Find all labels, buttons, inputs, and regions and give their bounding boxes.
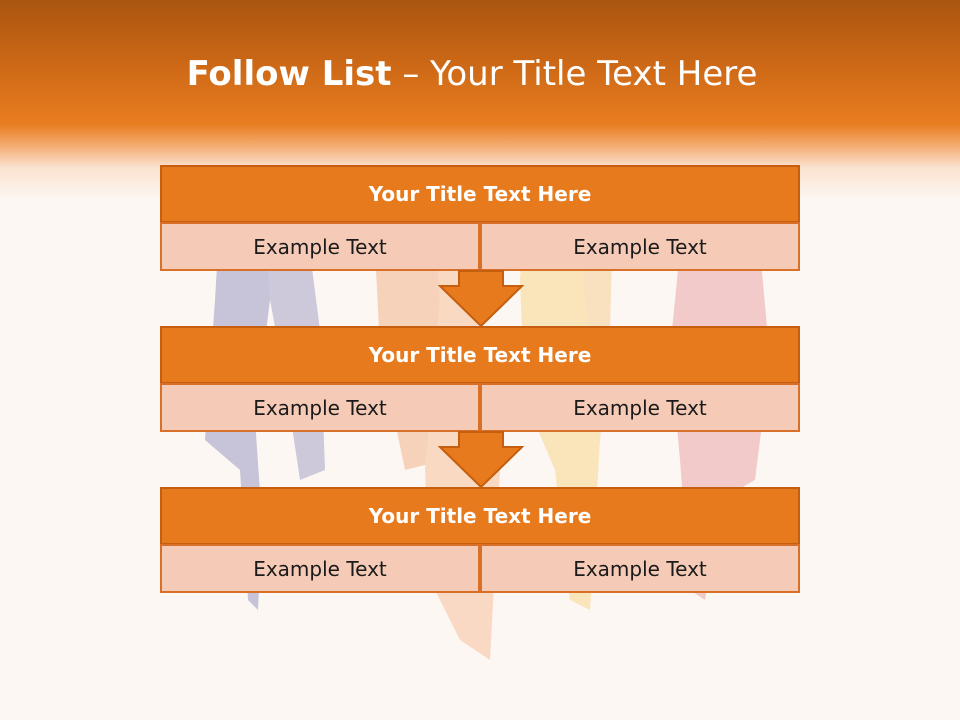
step-title: Your Title Text Here: [160, 326, 800, 384]
step-right-text: Example Text: [480, 383, 800, 432]
down-arrow-icon: [438, 431, 524, 489]
slide-title-bold: Follow List: [186, 54, 392, 94]
step-right-text: Example Text: [480, 544, 800, 593]
step-left-text: Example Text: [160, 222, 480, 271]
down-arrow-icon: [438, 270, 524, 328]
slide-title: Follow List – Your Title Text Here: [0, 54, 944, 94]
step-left-text: Example Text: [160, 544, 480, 593]
step-panel-3: Your Title Text Here Example Text Exampl…: [160, 487, 800, 593]
step-title: Your Title Text Here: [160, 487, 800, 545]
step-title: Your Title Text Here: [160, 165, 800, 223]
step-panel-1: Your Title Text Here Example Text Exampl…: [160, 165, 800, 271]
step-right-text: Example Text: [480, 222, 800, 271]
step-left-text: Example Text: [160, 383, 480, 432]
step-panel-2: Your Title Text Here Example Text Exampl…: [160, 326, 800, 432]
slide-title-rest: – Your Title Text Here: [391, 54, 758, 94]
